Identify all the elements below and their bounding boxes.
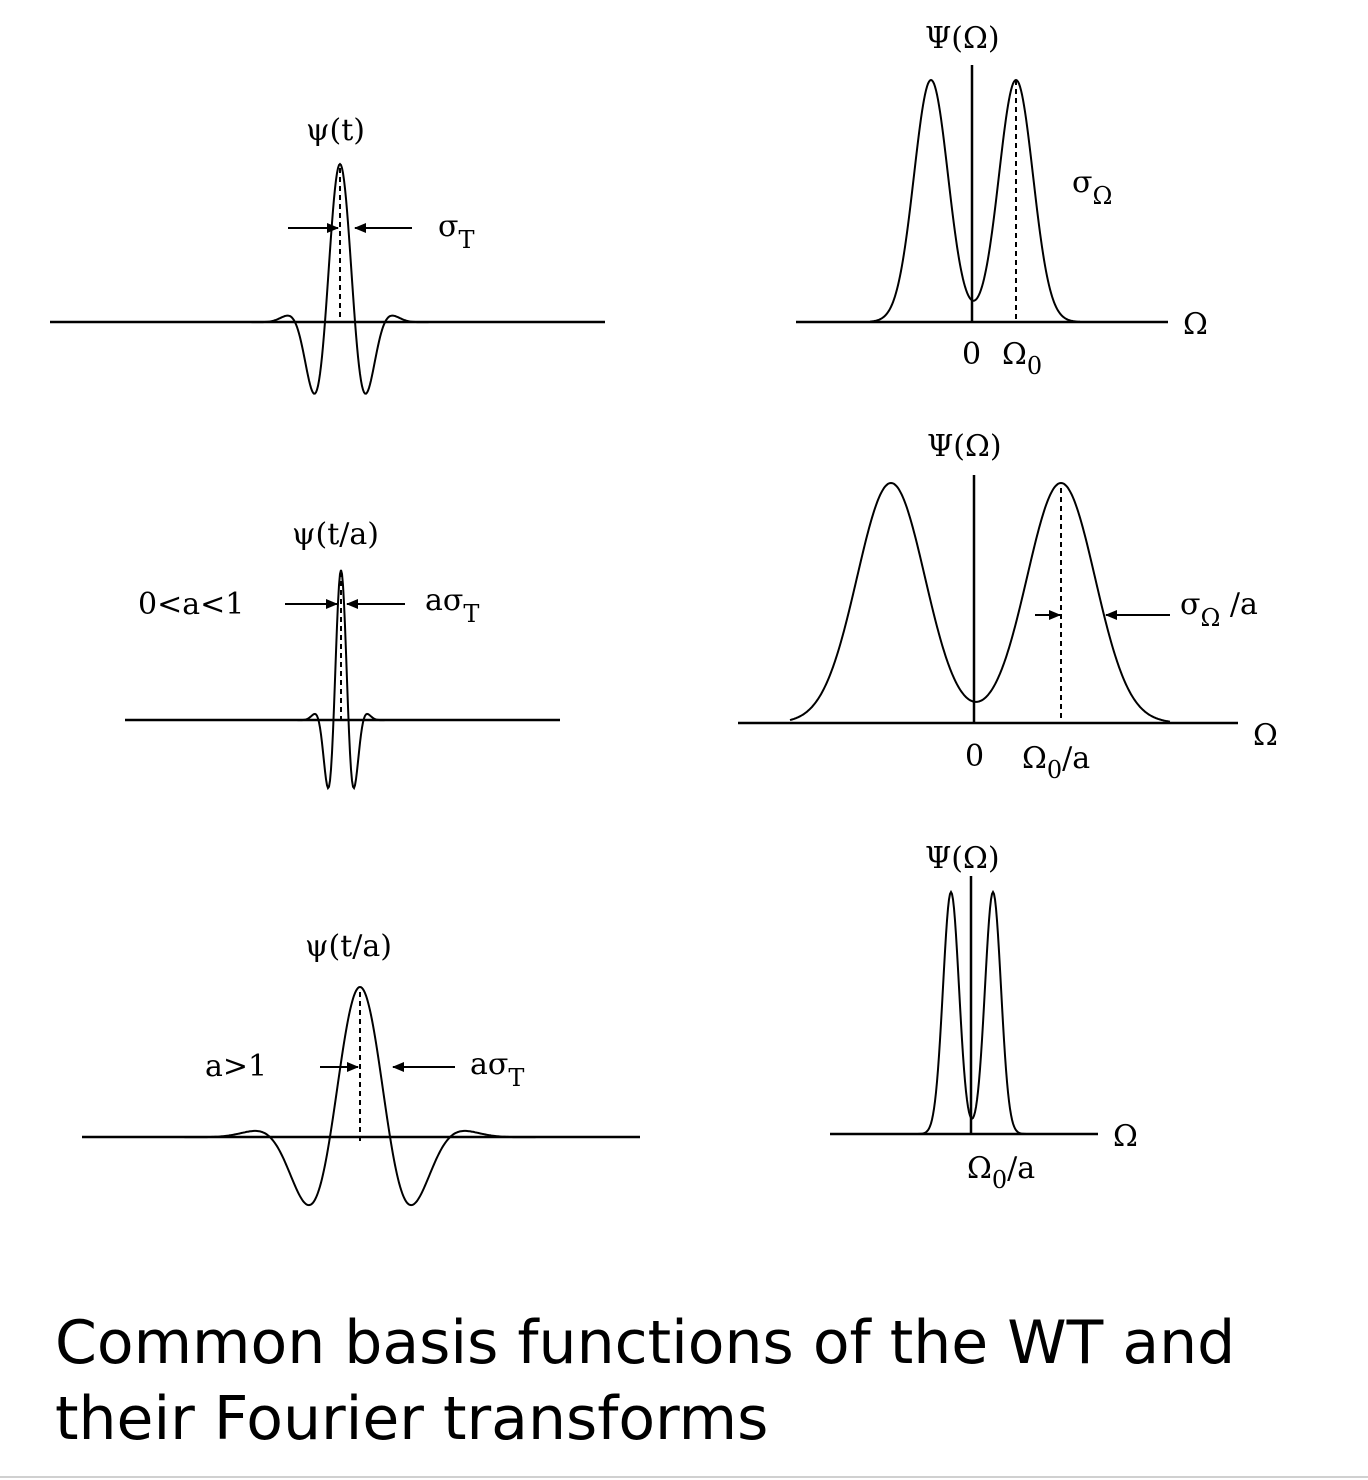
sigma-omega-label-1: σΩ	[1072, 165, 1112, 210]
freq-panel-1: Ψ(Ω) Ω 0 Ω0 σΩ	[796, 21, 1208, 380]
wavelet-curve-1	[55, 162, 600, 395]
freq-title-2: Ψ(Ω)	[927, 429, 1002, 464]
freq-axis-label-1: Ω	[1183, 307, 1208, 342]
freq-axis-label-2: Ω	[1253, 718, 1278, 753]
sigma-omega-over-a-label-2: σΩ /a	[1180, 587, 1258, 632]
wavelet-curve-3	[122, 985, 600, 1207]
scale-condition-3: a>1	[205, 1049, 267, 1084]
freq-axis-label-3: Ω	[1113, 1119, 1138, 1154]
scale-condition-2: 0<a<1	[138, 587, 244, 622]
spectrum-curve-3	[915, 889, 1030, 1135]
a-sigma-t-label-2: aσT	[425, 583, 479, 628]
time-panel-1: ψ(t) σT	[50, 113, 605, 395]
wavelet-curve-2	[195, 569, 490, 791]
zero-label-1: 0	[962, 337, 981, 372]
time-title-3: ψ(t/a)	[305, 929, 392, 964]
zero-label-2: 0	[965, 739, 984, 774]
caption-line-2: their Fourier transforms	[55, 1384, 769, 1454]
freq-panel-3: Ψ(Ω) Ω Ω0/a	[830, 841, 1138, 1194]
a-sigma-t-label-3: aσT	[470, 1047, 524, 1092]
time-title-2: ψ(t/a)	[292, 517, 379, 552]
freq-title-1: Ψ(Ω)	[925, 21, 1000, 56]
omega0-label-1: Ω0	[1002, 337, 1042, 380]
spectrum-curve-2	[789, 481, 1171, 723]
omega0-over-a-label-3: Ω0/a	[967, 1151, 1035, 1194]
wavelet-figure: ψ(t) σT ψ(t/a) 0<a<1 aσT ψ(t/a) a>1 aσT …	[50, 21, 1278, 1207]
freq-title-3: Ψ(Ω)	[925, 841, 1000, 876]
sigma-t-label-1: σT	[438, 209, 475, 254]
caption-line-1: Common basis functions of the WT and	[55, 1308, 1236, 1378]
bottom-divider	[0, 1476, 1368, 1478]
time-panel-2: ψ(t/a) 0<a<1 aσT	[125, 517, 560, 791]
time-title-1: ψ(t)	[306, 113, 365, 148]
figure-caption: Common basis functions of the WT and the…	[55, 1305, 1335, 1457]
time-panel-3: ψ(t/a) a>1 aσT	[82, 929, 640, 1207]
omega0-over-a-label-2: Ω0/a	[1022, 741, 1090, 784]
freq-panel-2: Ψ(Ω) Ω 0 Ω0/a σΩ /a	[738, 429, 1278, 784]
spectrum-curve-1	[869, 78, 1081, 323]
